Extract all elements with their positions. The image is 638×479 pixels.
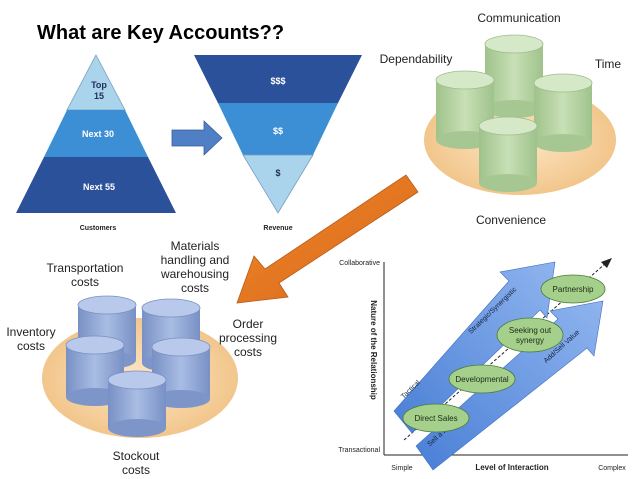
pyramid-label-bottom: Next 55 — [83, 182, 115, 192]
funnel-label-mid: $$ — [273, 126, 283, 136]
funnel-level-top — [194, 55, 362, 103]
cylinder-convenience — [478, 116, 538, 192]
label-stockout-2: costs — [122, 463, 150, 477]
chart-x-right-label: Complex — [598, 465, 626, 472]
cylinder-order-processing — [151, 337, 211, 408]
label-materials-1: Materials — [171, 239, 220, 253]
revenue-caption: Revenue — [263, 225, 292, 232]
label-transportation-1: Transportation — [47, 261, 124, 275]
funnel-level-mid — [218, 103, 338, 155]
customers-pyramid: Top 15 Next 30 Next 55 Customers — [16, 54, 176, 232]
pyramid-to-funnel-arrow — [171, 120, 223, 156]
label-transportation-2: costs — [71, 275, 99, 289]
label-convenience: Convenience — [476, 213, 546, 227]
chart-y-top-label: Collaborative — [339, 260, 380, 267]
stage-label-direct-sales: Direct Sales — [414, 414, 457, 423]
chart-x-left-label: Simple — [391, 465, 413, 472]
stage-label-developmental: Developmental — [455, 375, 509, 384]
label-inventory-1: Inventory — [6, 325, 55, 339]
stage-partnership: Partnership — [540, 274, 606, 304]
relationship-chart: Collaborative Transactional Nature of th… — [338, 258, 628, 472]
cylinder-stockout — [107, 370, 167, 437]
funnel-level-bottom — [242, 154, 314, 214]
label-time: Time — [595, 57, 622, 71]
stage-direct-sales: Direct Sales — [402, 403, 470, 433]
page-title: What are Key Accounts?? — [37, 22, 285, 44]
label-materials-3: warehousing — [160, 267, 229, 281]
label-order-1: Order — [233, 317, 264, 331]
label-stockout-1: Stockout — [113, 449, 160, 463]
stage-label-seeking-2: synergy — [516, 336, 544, 345]
label-dependability: Dependability — [380, 52, 453, 66]
orange-arrow — [236, 174, 419, 304]
pyramid-label-mid: Next 30 — [82, 129, 114, 139]
pyramid-label-top-1: Top — [91, 80, 107, 90]
progression-arrow — [403, 258, 612, 441]
cylinder-time — [533, 73, 593, 152]
label-materials-4: costs — [181, 281, 209, 295]
label-inventory-2: costs — [17, 339, 45, 353]
chart-y-bottom-label: Transactional — [338, 447, 380, 454]
stage-developmental: Developmental — [448, 364, 516, 394]
cylinder-communication — [484, 34, 544, 118]
customers-caption: Customers — [80, 225, 117, 232]
chart-y-axis-label: Nature of the Relationship — [369, 300, 378, 400]
label-communication: Communication — [477, 11, 560, 25]
funnel-label-top: $$$ — [270, 76, 285, 86]
stage-seeking-synergy: Seeking out synergy — [496, 317, 564, 353]
funnel-label-bottom: $ — [275, 168, 280, 178]
stage-label-seeking-1: Seeking out — [509, 326, 552, 335]
stage-label-partnership: Partnership — [553, 285, 594, 294]
label-order-3: costs — [234, 345, 262, 359]
pyramid-label-top-2: 15 — [94, 91, 104, 101]
pyramid-level-bottom — [16, 157, 176, 213]
revenue-funnel: $$$ $$ $ Revenue — [194, 55, 362, 232]
label-order-2: processing — [219, 331, 277, 345]
cost-cylinders: Materials handling and warehousing costs… — [6, 239, 277, 477]
label-materials-2: handling and — [161, 253, 230, 267]
relationship-cylinders: Communication Dependability Time Conveni… — [380, 11, 622, 227]
pyramid-level-mid — [44, 110, 148, 157]
chart-x-axis-label: Level of Interaction — [475, 463, 548, 472]
